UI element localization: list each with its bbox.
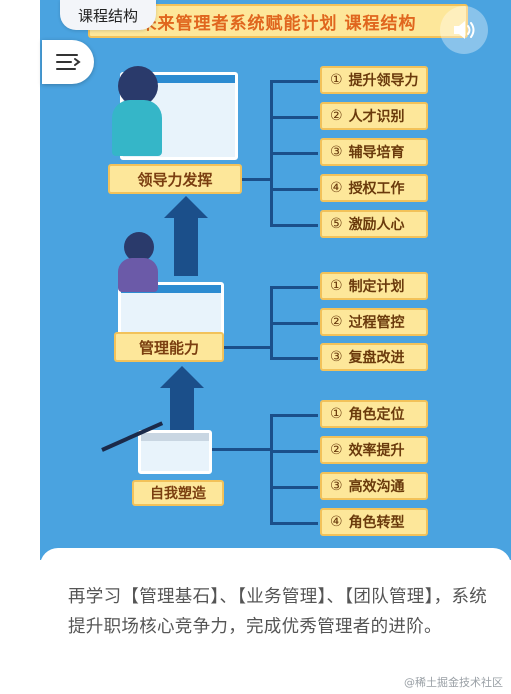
presenter-body	[112, 100, 162, 156]
manager-body	[118, 258, 158, 292]
menu-button[interactable]	[42, 40, 94, 84]
section-chip[interactable]: 课程结构	[60, 0, 157, 30]
presenter-figure-icon	[118, 66, 158, 106]
audio-button[interactable]	[440, 6, 488, 54]
manager-figure-icon	[124, 232, 154, 262]
speaker-icon	[454, 21, 475, 39]
watermark: @稀土掘金技术社区	[404, 676, 503, 689]
writing-desk-illustration	[138, 430, 212, 474]
description-text: 再学习【管理基石】、【业务管理】、【团队管理】，系统提升职场核心竞争力，完成优秀…	[68, 587, 488, 637]
arrow-up-icon	[160, 366, 204, 388]
menu-icon	[56, 54, 81, 70]
poster-title: 未来管理者系统赋能计划 课程结构	[88, 4, 468, 38]
level-label-leadership: 领导力发挥	[108, 164, 242, 194]
description-card: 再学习【管理基石】、【业务管理】、【团队管理】，系统提升职场核心竞争力，完成优秀…	[40, 548, 511, 694]
arrow-up-icon	[164, 196, 208, 218]
level-label-management: 管理能力	[114, 332, 224, 362]
level-label-self-shaping: 自我塑造	[132, 480, 224, 506]
